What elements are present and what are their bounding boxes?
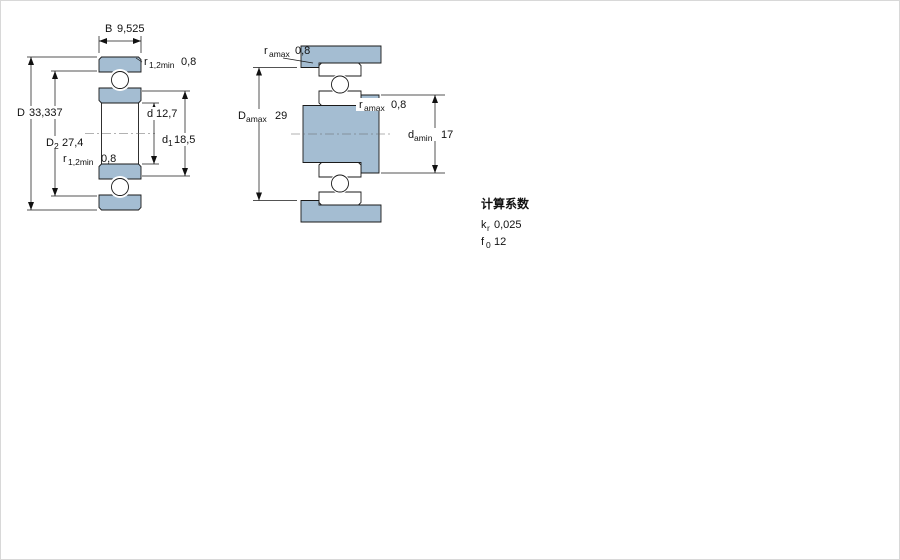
dim-d1-subscript: 1 [168,138,173,148]
abutment-outer-ring-bottom [318,191,362,206]
factor-kr-value: 0,025 [494,219,522,231]
bearing-cross-section-figure [85,56,155,211]
dim-r-bottom-subscript: 1,2min [68,157,94,167]
outer-ring-bottom [98,194,142,211]
dim-r-top-value: 0,8 [181,56,196,68]
dim-r-bottom-symbol: r [63,153,67,165]
dim-d1-value: 18,5 [174,134,195,146]
dim-B-symbol: B [105,23,112,35]
outer-ring-top [98,56,142,73]
dim-r-top-symbol: r [144,56,148,68]
calc-factors-title: 计算系数 [481,196,530,211]
dim-ra-mid-symbol: r [359,99,363,111]
housing-bottom [300,200,382,223]
dim-ra-top-value: 0,8 [295,45,310,57]
dim-ra-mid-subscript: amax [364,103,386,113]
dim-D2-symbol: D [46,137,54,149]
abutment-outer-ring-top [318,62,362,77]
calculation-factors: 计算系数 k r 0,025 f 0 12 [481,196,530,250]
dim-ra-top-subscript: amax [269,49,291,59]
factor-f0-subscript: 0 [486,240,491,250]
ball-top [331,75,349,94]
housing-top [300,45,382,68]
dim-d-value: 12,7 [156,108,177,120]
dim-D2-value: 27,4 [62,137,83,149]
left-figure-dimension-lines [27,36,190,211]
dim-D-value: 33,337 [29,107,63,119]
dim-da-value: 17 [441,129,453,141]
dim-d1-symbol: d [162,134,168,146]
factor-kr-symbol: k [481,219,487,231]
dim-d-symbol: d [147,108,153,120]
right-figure-dimension-lines [253,57,445,201]
factor-f0-value: 12 [494,236,506,248]
dim-ra-top-symbol: r [264,45,268,57]
dim-da-symbol: d [408,129,414,141]
dim-B-value: 9,525 [117,23,145,35]
ball-bottom [331,174,349,193]
abutment-dimensions-figure [291,45,391,223]
ball-top [111,71,129,89]
dim-D-symbol: D [17,107,25,119]
dim-Da-symbol: D [238,110,246,122]
factor-kr-subscript: r [487,223,490,233]
abutment-inner-ring-bottom [318,162,362,178]
dim-da-subscript: amin [414,133,433,143]
dim-Da-value: 29 [275,110,287,122]
dim-D2-subscript: 2 [54,141,59,151]
label-masks [14,98,451,149]
ball-bottom [111,178,129,196]
dim-Da-subscript: amax [246,114,268,124]
factor-f0-symbol: f [481,236,485,248]
dim-r-bottom-value: 0,8 [101,153,116,165]
dim-r-top-subscript: 1,2min [149,60,175,70]
dim-ra-mid-value: 0,8 [391,99,406,111]
